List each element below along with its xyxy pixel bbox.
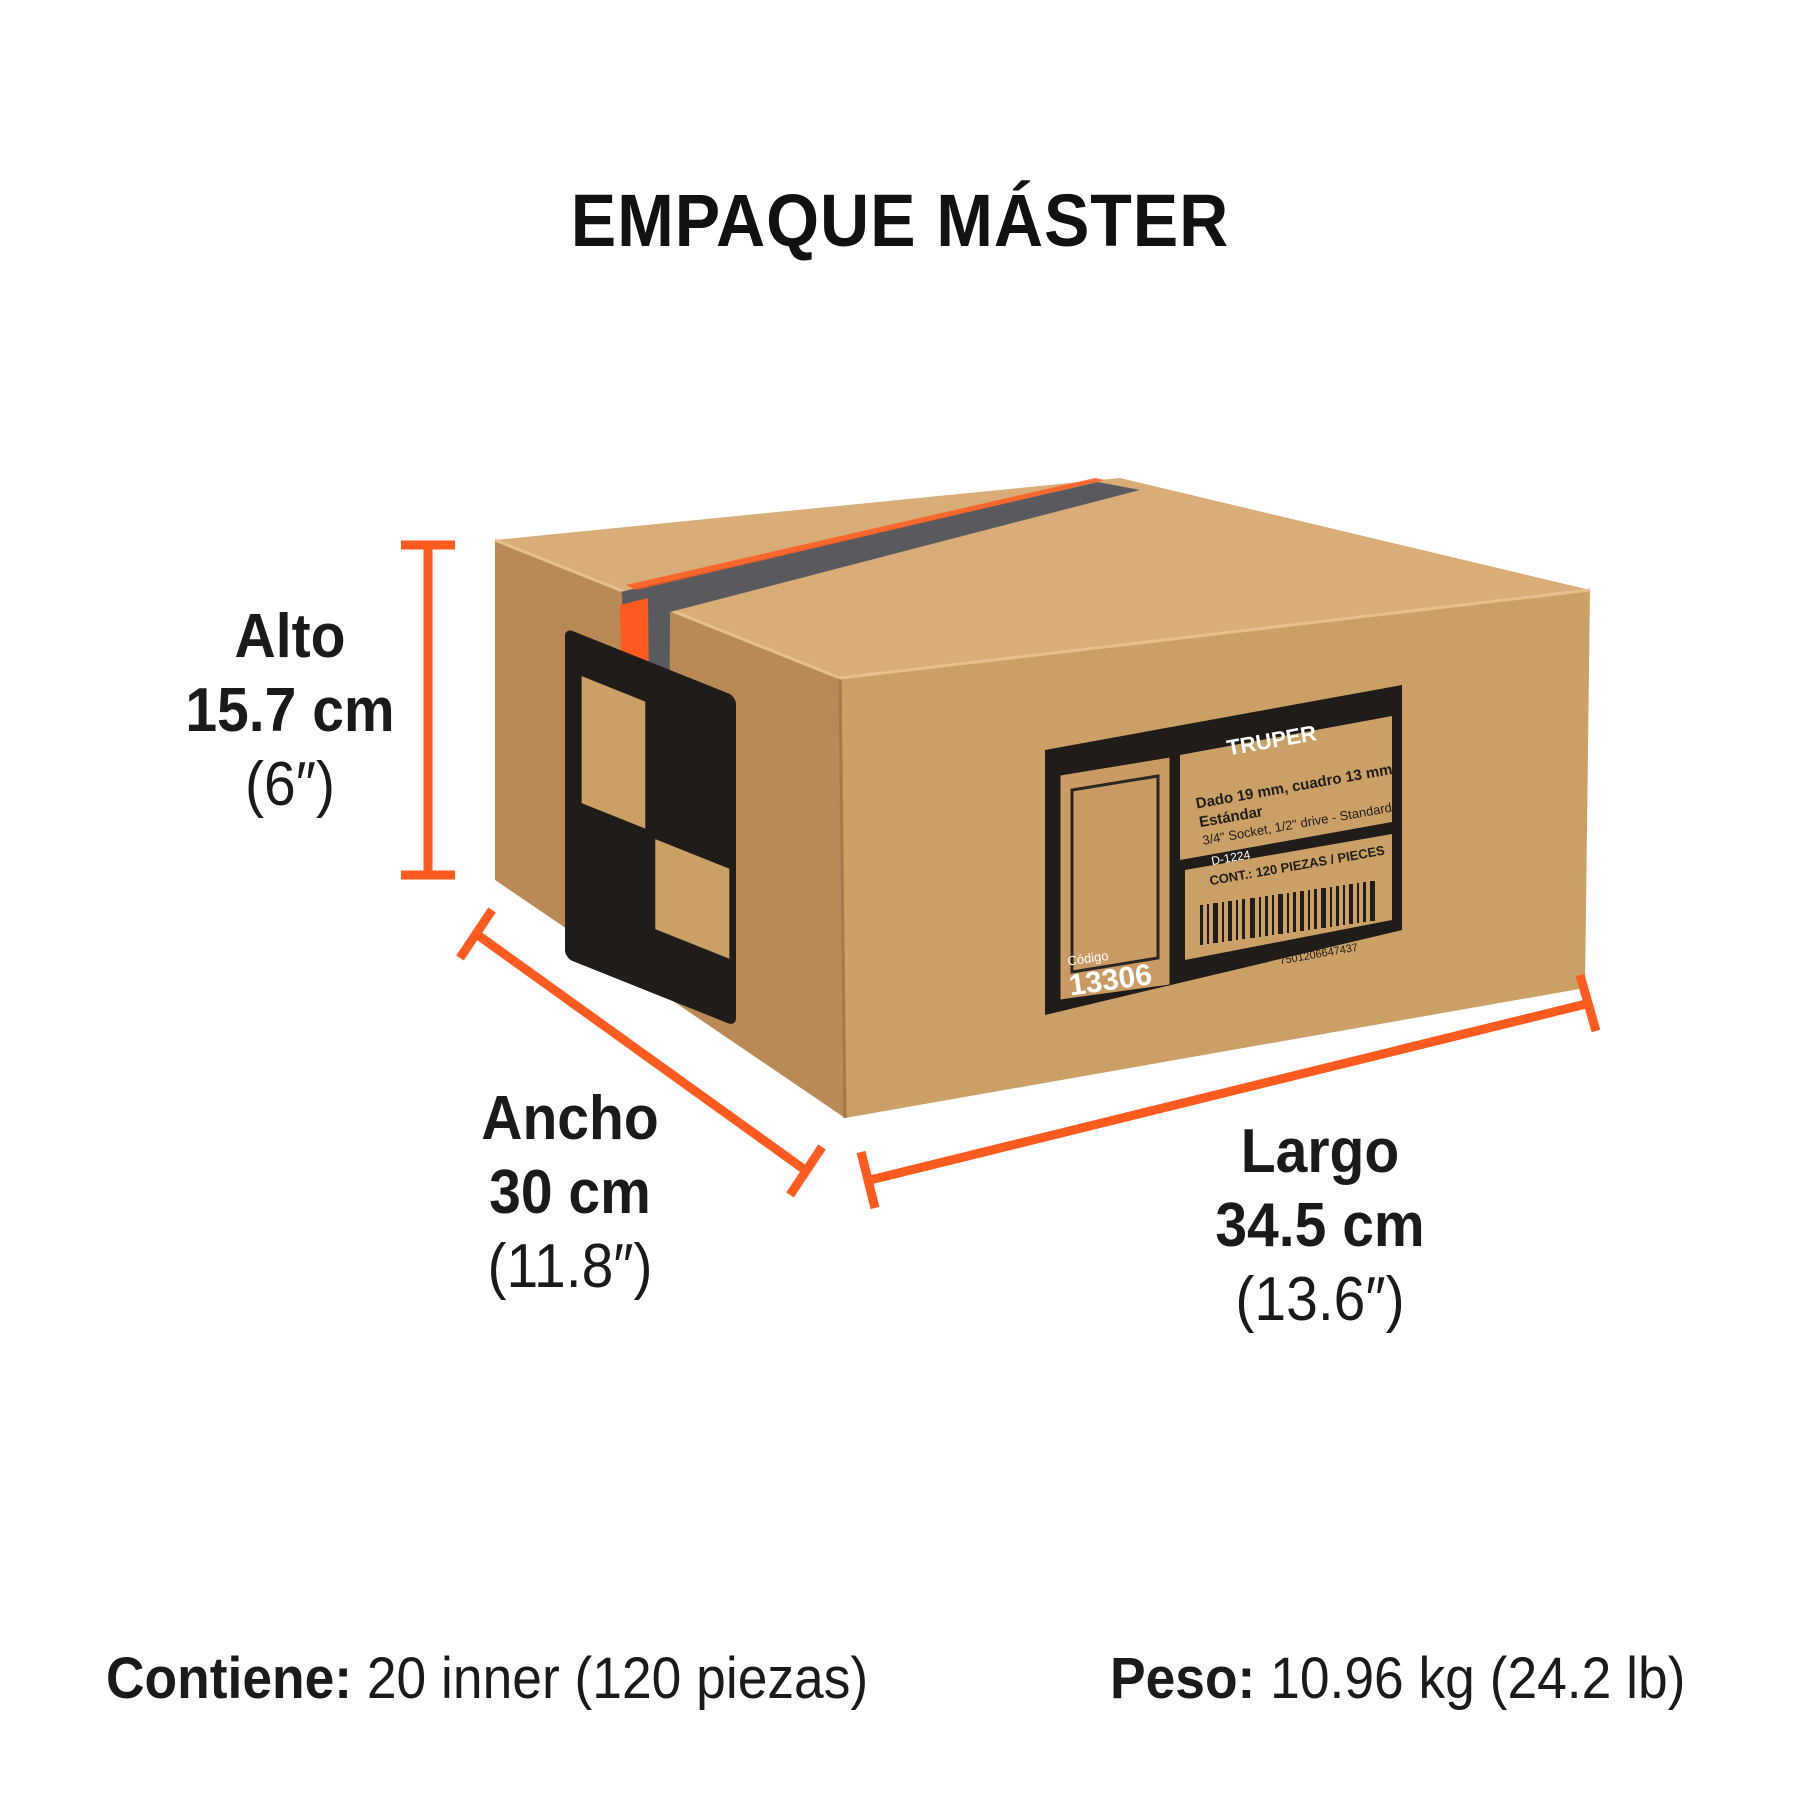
box-codigo-label: Código bbox=[1067, 948, 1110, 969]
alto-metric: 15.7 cm bbox=[185, 676, 395, 745]
ancho-metric: 30 cm bbox=[489, 1158, 651, 1227]
weight-value: 10.96 kg (24.2 lb) bbox=[1270, 1646, 1686, 1711]
barcode-graphic bbox=[1200, 881, 1375, 945]
ancho-imperial: (11.8″) bbox=[487, 1232, 653, 1301]
ancho-label: Ancho 30 cm (11.8″) bbox=[450, 1082, 689, 1304]
packing-tape bbox=[620, 482, 1140, 612]
largo-name: Largo bbox=[1240, 1117, 1400, 1186]
box-clave: D-1224 bbox=[1210, 847, 1252, 868]
alto-label: Alto 15.7 cm (6″) bbox=[170, 600, 409, 822]
contents-value: 20 inner (120 piezas) bbox=[366, 1646, 869, 1711]
page-title: EMPAQUE MÁSTER bbox=[570, 179, 1230, 262]
ancho-name: Ancho bbox=[481, 1084, 659, 1153]
largo-metric: 34.5 cm bbox=[1215, 1191, 1425, 1260]
side-label bbox=[565, 630, 737, 1024]
alto-name: Alto bbox=[234, 602, 346, 671]
contents-key: Contiene: bbox=[106, 1646, 353, 1711]
largo-imperial: (13.6″) bbox=[1235, 1265, 1405, 1334]
alto-dimension-line bbox=[401, 540, 455, 880]
largo-dimension-line bbox=[856, 973, 1601, 1210]
largo-label: Largo 34.5 cm (13.6″) bbox=[1182, 1115, 1458, 1337]
box-top-face bbox=[495, 478, 1590, 678]
weight-info: Peso: 10.96 kg (24.2 lb) bbox=[1110, 1645, 1685, 1712]
weight-key: Peso: bbox=[1110, 1646, 1256, 1711]
ancho-dimension-line bbox=[456, 907, 826, 1198]
alto-imperial: (6″) bbox=[245, 750, 335, 819]
contents-info: Contiene: 20 inner (120 piezas) bbox=[106, 1645, 868, 1712]
